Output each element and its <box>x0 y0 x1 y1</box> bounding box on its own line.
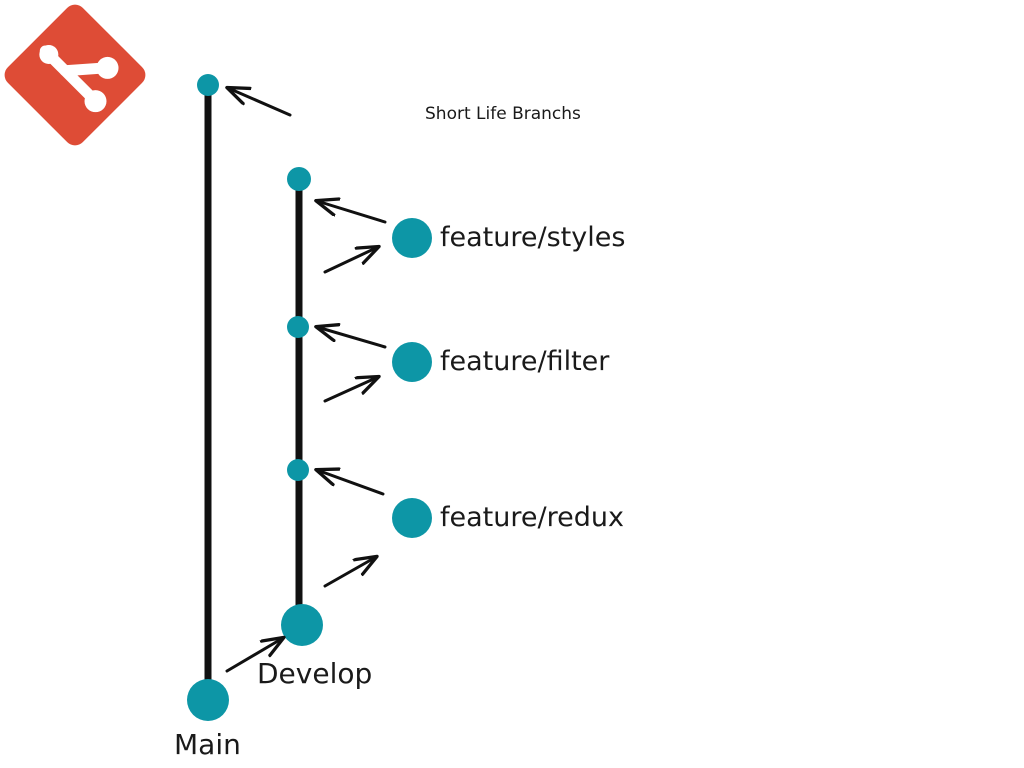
develop-top-node[interactable] <box>287 167 311 191</box>
main-branch-label: Main <box>174 728 241 761</box>
main-top-arrow-icon <box>228 88 292 117</box>
feature-redux-node[interactable] <box>392 498 432 538</box>
feature-redux-group <box>317 470 432 588</box>
git-logo-icon <box>4 4 146 146</box>
feature-redux-merge-arrow-icon <box>317 470 385 496</box>
feature-styles-branch-arrow-icon <box>323 247 378 274</box>
git-logo-node-bottom <box>84 90 107 113</box>
develop-from-main-arrow-icon <box>225 638 283 673</box>
develop-bottom-node[interactable] <box>281 604 323 646</box>
feature-redux-label: feature/redux <box>440 502 624 533</box>
feature-filter-branch-arrow-icon <box>323 377 378 403</box>
feature-styles-merge-arrow-icon <box>317 201 387 224</box>
feature-filter-merge-arrow-icon <box>317 327 387 349</box>
develop-commit-filter-node[interactable] <box>287 459 309 481</box>
short-life-branches-heading: Short Life Branchs <box>425 104 581 124</box>
main-branch-line-group <box>187 74 229 721</box>
git-logo-node-top <box>39 44 59 64</box>
feature-filter-label: feature/filter <box>440 346 610 377</box>
feature-filter-group <box>317 327 432 403</box>
feature-styles-label: feature/styles <box>440 222 626 253</box>
develop-branch-label: Develop <box>257 657 373 690</box>
develop-commit-styles-node[interactable] <box>287 316 309 338</box>
feature-filter-node[interactable] <box>392 342 432 382</box>
main-bottom-node[interactable] <box>187 679 229 721</box>
git-logo-node-right <box>96 56 119 79</box>
feature-redux-branch-arrow-icon <box>323 557 376 588</box>
develop-branch-line-group <box>281 167 323 646</box>
feature-styles-group <box>317 201 432 274</box>
feature-styles-node[interactable] <box>392 218 432 258</box>
main-top-node[interactable] <box>197 74 219 96</box>
